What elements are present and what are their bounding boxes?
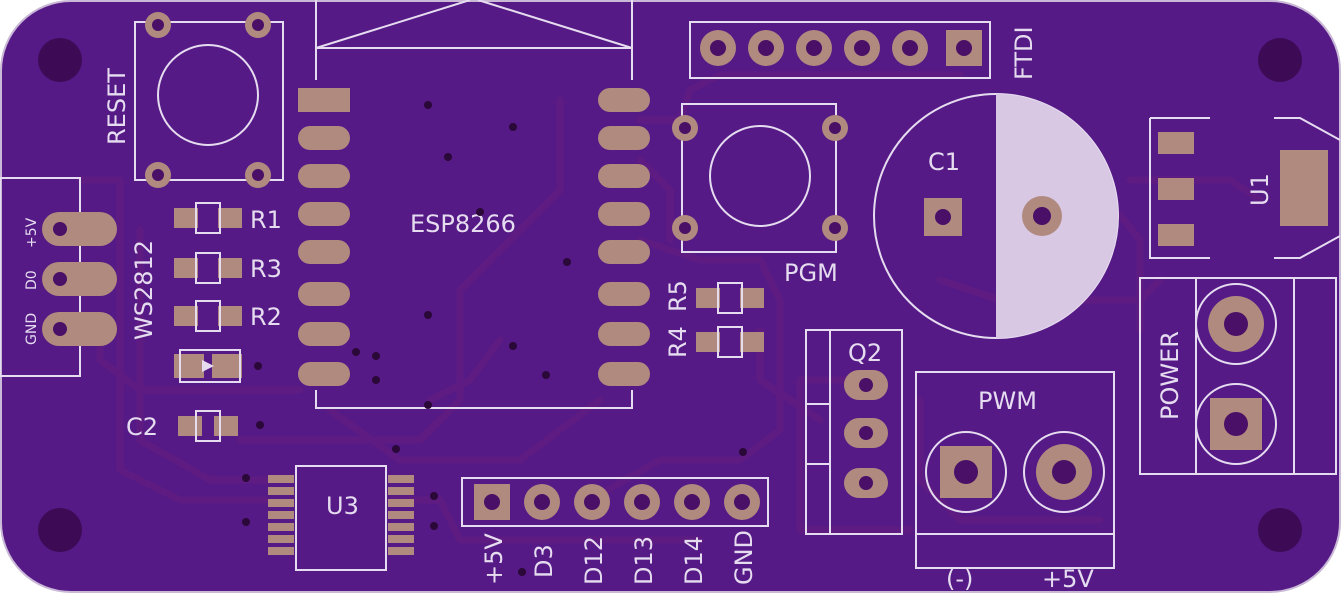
ws2812-connector: +5V D0 GND WS2812 <box>0 177 158 377</box>
resistor-r5: R5 <box>664 280 764 314</box>
resistor-r2: R2 <box>174 300 282 332</box>
esp8266-module: ESP8266 <box>298 0 650 409</box>
vias <box>242 101 747 576</box>
mounting-holes <box>38 38 1302 552</box>
diode <box>174 349 242 383</box>
u1-label: U1 <box>1246 173 1274 206</box>
resistor-r1: R1 <box>174 202 282 234</box>
c1-label: C1 <box>928 148 960 176</box>
u3-chip: U3 <box>268 465 414 571</box>
pwm-label: PWM <box>978 387 1037 415</box>
pwm-plus5v-label: +5V <box>1042 565 1094 593</box>
io-header: +5V D3 D12 D13 D14 GND <box>461 477 769 585</box>
header-d12-label: D12 <box>580 536 608 585</box>
pwm-minus-label: (-) <box>946 565 973 593</box>
header-d14-label: D14 <box>680 536 708 585</box>
ws2812-gnd-label: GND <box>24 313 40 345</box>
resistor-r4: R4 <box>664 326 764 358</box>
header-d13-label: D13 <box>630 536 658 585</box>
c2-label: C2 <box>126 413 158 441</box>
esp8266-label: ESP8266 <box>410 210 516 238</box>
header-gnd-label: GND <box>730 530 758 585</box>
header-d3-label: D3 <box>530 544 558 578</box>
reset-label: RESET <box>103 68 131 145</box>
power-label: POWER <box>1156 331 1184 420</box>
power-terminal: POWER <box>1139 277 1337 475</box>
ftdi-header: FTDI <box>689 21 1038 80</box>
r4-label: R4 <box>664 326 692 358</box>
resistor-r3: R3 <box>174 252 282 284</box>
pgm-button: PGM <box>672 103 848 287</box>
ws2812-d0-label: D0 <box>24 270 40 290</box>
r5-label: R5 <box>664 280 692 312</box>
ws2812-plus5v-label: +5V <box>24 217 40 248</box>
q2-label: Q2 <box>848 339 882 367</box>
capacitor-c1: C1 <box>873 93 1119 339</box>
r1-label: R1 <box>250 206 282 234</box>
q2-transistor: Q2 <box>805 329 903 535</box>
capacitor-c2: C2 <box>126 410 238 442</box>
reset-button: RESET <box>103 12 284 188</box>
r2-label: R2 <box>250 303 282 331</box>
ftdi-label: FTDI <box>1010 26 1038 80</box>
pwm-terminal: PWM (-) +5V <box>915 371 1115 593</box>
r3-label: R3 <box>250 255 282 283</box>
u1-regulator: U1 <box>1149 117 1341 259</box>
header-plus5v-label: +5V <box>480 533 508 585</box>
ws2812-label: WS2812 <box>130 240 158 340</box>
u3-label: U3 <box>326 492 359 520</box>
pgm-label: PGM <box>784 259 838 287</box>
